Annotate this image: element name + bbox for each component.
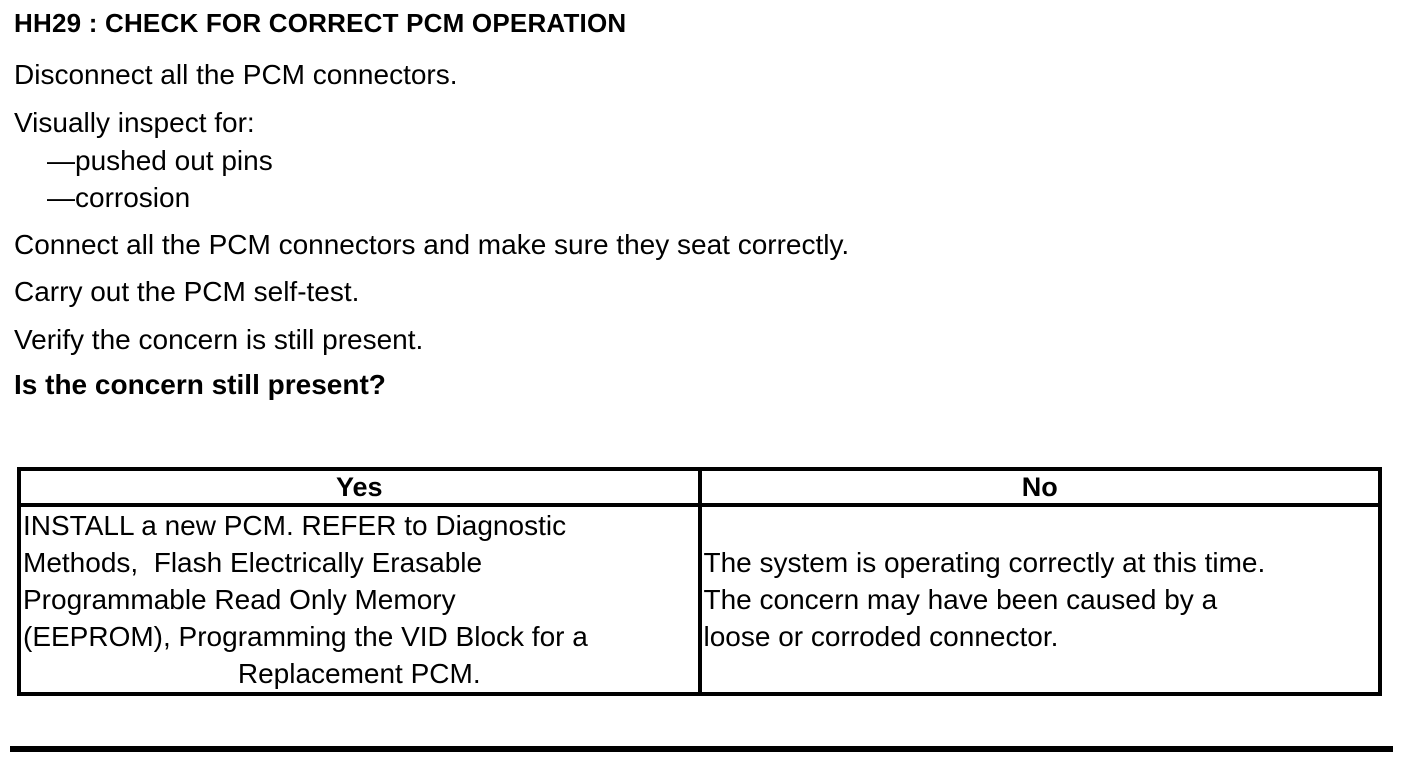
yes-action-line: INSTALL a new PCM. REFER to Diagnostic [23,510,567,541]
procedure-page: HH29 : CHECK FOR CORRECT PCM OPERATION D… [10,8,1393,752]
step-verify-concern: Verify the concern is still present. [14,324,424,355]
step-visually-inspect: Visually inspect for: [14,107,255,138]
decision-table-header-row: Yes No [17,467,1382,507]
decision-table: Yes No INSTALL a new PCM. REFER to Diagn… [17,467,1382,696]
no-action-line: The concern may have been caused by a [703,584,1218,615]
decision-question: Is the concern still present? [14,369,386,400]
yes-action-cell: INSTALL a new PCM. REFER to Diagnostic M… [17,503,702,696]
step-connect-connectors: Connect all the PCM connectors and make … [14,229,850,260]
inspection-item-pushed-out-pins: —pushed out pins [47,145,273,176]
yes-action-line: Methods, Flash Electrically Erasable [23,547,483,578]
yes-column-header: Yes [17,467,702,507]
step-disconnect-connectors: Disconnect all the PCM connectors. [14,59,458,90]
no-column-header: No [697,467,1382,507]
no-action-cell: The system is operating correctly at thi… [697,503,1382,696]
yes-action-line: Replacement PCM. [237,658,481,689]
no-action-line: loose or corroded connector. [703,621,1059,652]
step-pcm-self-test: Carry out the PCM self-test. [14,276,360,307]
inspection-item-corrosion: —corrosion [47,182,191,213]
yes-action-line: (EEPROM), Programming the VID Block for … [23,621,588,652]
no-action-line: The system is operating correctly at thi… [703,547,1266,578]
procedure-title: HH29 : CHECK FOR CORRECT PCM OPERATION [14,8,627,38]
page-divider [10,746,1393,752]
yes-action-line: Programmable Read Only Memory [23,584,456,615]
decision-table-body-row: INSTALL a new PCM. REFER to Diagnostic M… [17,503,1382,696]
